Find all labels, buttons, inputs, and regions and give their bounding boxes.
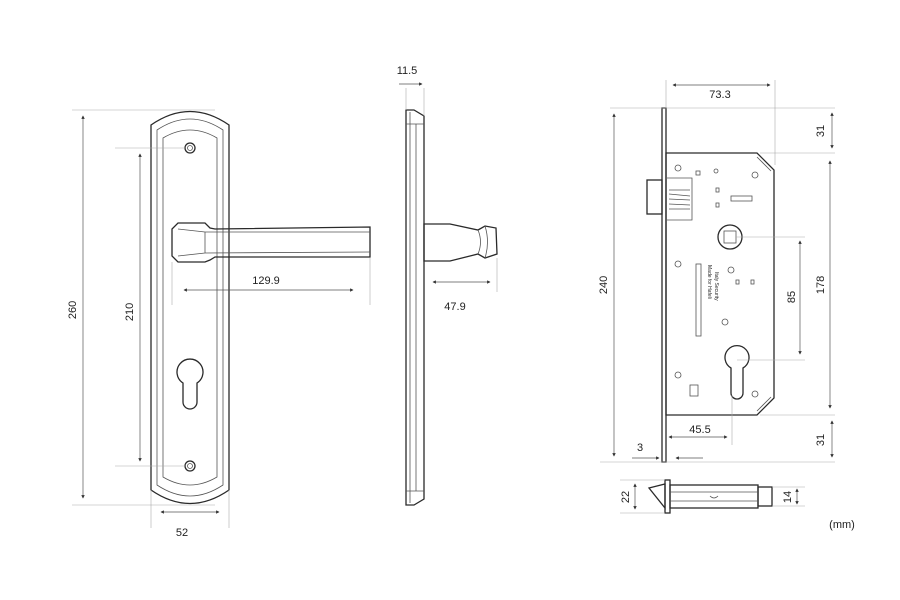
lever-handle	[171, 222, 371, 263]
dimension-case-height-178: 178	[815, 276, 827, 294]
side-view-dimensions: 11.5 47.9	[397, 65, 498, 313]
dimension-width-52: 52	[176, 527, 188, 539]
dimension-faceplate-3: 3	[637, 442, 643, 454]
dimension-top-offset-31: 31	[815, 125, 827, 137]
latch-bolt	[646, 179, 663, 215]
front-view-handle-plate	[150, 110, 371, 505]
dimension-height-260: 260	[67, 301, 79, 319]
engraving-made-for: Made for Hafeli	[706, 265, 712, 299]
cylinder-hole	[724, 344, 750, 400]
dimension-height-240: 240	[598, 276, 610, 294]
dimension-lever-projection-47-9: 47.9	[444, 301, 465, 313]
dimension-bottom-offset-31: 31	[815, 434, 827, 446]
dimension-center-distance-85: 85	[786, 291, 798, 303]
dimension-width-73-3: 73.3	[709, 89, 730, 101]
side-view-handle	[405, 109, 498, 506]
dimension-backset-45-5: 45.5	[689, 424, 710, 436]
lock-body-dimensions: 240 73.3 31 178 85 31 45.5 3	[598, 80, 835, 463]
brand-engraving-logo	[695, 263, 702, 337]
front-view-dimensions: 260 210 129.9 52	[67, 109, 371, 539]
keyhole-icon	[176, 358, 204, 410]
lever-side-profile	[423, 223, 498, 262]
dimension-hole-spacing-210: 210	[124, 303, 136, 321]
dimension-faceplate-width-22: 22	[620, 491, 632, 503]
engraving-italy-security: Italy Security	[713, 272, 719, 301]
lock-bottom-view	[647, 479, 773, 514]
unit-label: (mm)	[829, 519, 855, 531]
dimension-thickness-11-5: 11.5	[397, 65, 418, 77]
dimension-body-width-14: 14	[782, 491, 794, 503]
mortise-lock-body: Made for Hafeli Italy Security	[646, 107, 775, 463]
dimension-lever-length-129-9: 129.9	[252, 275, 280, 287]
bottom-view-dimensions: 22 14	[620, 479, 805, 514]
